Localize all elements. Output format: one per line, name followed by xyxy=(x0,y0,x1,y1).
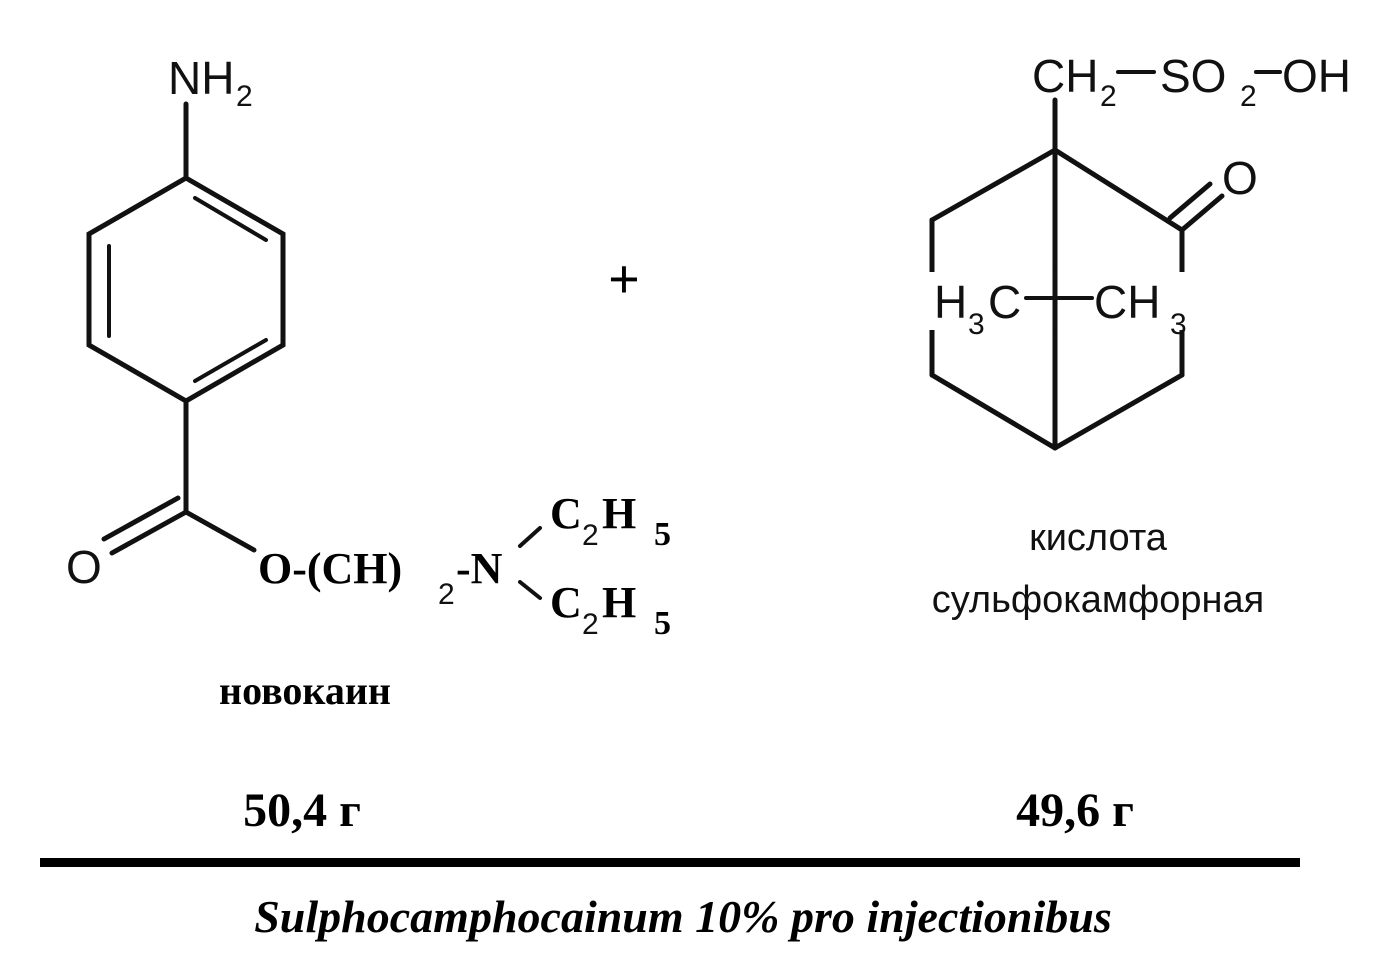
ethyl-lower-c-sub: 2 xyxy=(582,608,599,641)
novocaine-mass: 50,4 г xyxy=(243,784,361,837)
ethyl-upper-h: H xyxy=(602,489,636,538)
ring-bond-top-right xyxy=(1052,147,1185,233)
methyl-left-c: C xyxy=(988,276,1021,328)
ketone-double-bond-b xyxy=(1167,181,1213,221)
amine-label: NH xyxy=(168,52,234,104)
so2-label: SO xyxy=(1160,50,1226,102)
plus-sign: + xyxy=(608,249,640,311)
methyl-right-label: CH xyxy=(1094,276,1160,328)
ester-bond xyxy=(183,509,257,553)
acid-name-line2: сульфокамфорная xyxy=(932,579,1264,621)
product-name: Sulphocamphocainum 10% pro injectionibus xyxy=(254,891,1112,942)
ring-bond-bottom-left xyxy=(929,372,1058,451)
ethyl-upper-bond xyxy=(518,526,542,548)
methyl-right-sub: 3 xyxy=(1170,308,1187,341)
ester-chain-label: O-(CH) xyxy=(258,544,402,593)
ring-bond-bottom-right xyxy=(1052,372,1185,451)
reaction-divider-line xyxy=(40,858,1300,867)
ethyl-lower-h: H xyxy=(602,578,636,627)
carbonyl-double-bond-b xyxy=(101,495,181,542)
so2-subscript: 2 xyxy=(1240,80,1257,113)
ethyl-upper-c: C xyxy=(550,489,582,538)
ketone-double-bond-a xyxy=(1179,193,1225,233)
ethyl-lower-c: C xyxy=(550,578,582,627)
benzene-ring xyxy=(86,175,286,404)
carbonyl-double-bond-a xyxy=(109,509,189,556)
ch2-subscript: 2 xyxy=(1100,80,1117,113)
amine-subscript: 2 xyxy=(236,80,253,113)
carbonyl-oxygen-label: O xyxy=(66,541,102,593)
ethyl-lower-h-sub: 5 xyxy=(654,605,671,642)
ethyl-upper-c-sub: 2 xyxy=(582,519,599,552)
ketone-oxygen-label: O xyxy=(1222,152,1258,204)
sulfocamphoric-acid-structure: CH 2 SO 2 OH O H 3 C CH 3 xyxy=(928,50,1351,451)
ring-bond-top-left xyxy=(929,147,1058,223)
benzene-double-bond-1 xyxy=(193,196,268,242)
ester-chain-subscript: 2 xyxy=(438,578,455,611)
ethyl-lower-bond xyxy=(518,580,542,600)
methyl-left-sub: 3 xyxy=(968,308,985,341)
novocaine-name: новокаин xyxy=(219,668,391,713)
novocaine-structure: NH 2 O O-(CH) 2 -N C 2 H 5 C 2 H 5 xyxy=(66,52,671,642)
acid-name-line1: кислота xyxy=(1029,517,1168,559)
dimethyl-label-background xyxy=(928,272,1190,330)
ethyl-upper-h-sub: 5 xyxy=(654,516,671,553)
methyl-left-h: H xyxy=(934,276,967,328)
benzene-double-bond-3 xyxy=(193,338,268,383)
acid-mass: 49,6 г xyxy=(1016,784,1134,837)
nitrogen-label: -N xyxy=(456,544,503,593)
ch2-label: CH xyxy=(1032,50,1098,102)
oh-label: OH xyxy=(1282,50,1351,102)
